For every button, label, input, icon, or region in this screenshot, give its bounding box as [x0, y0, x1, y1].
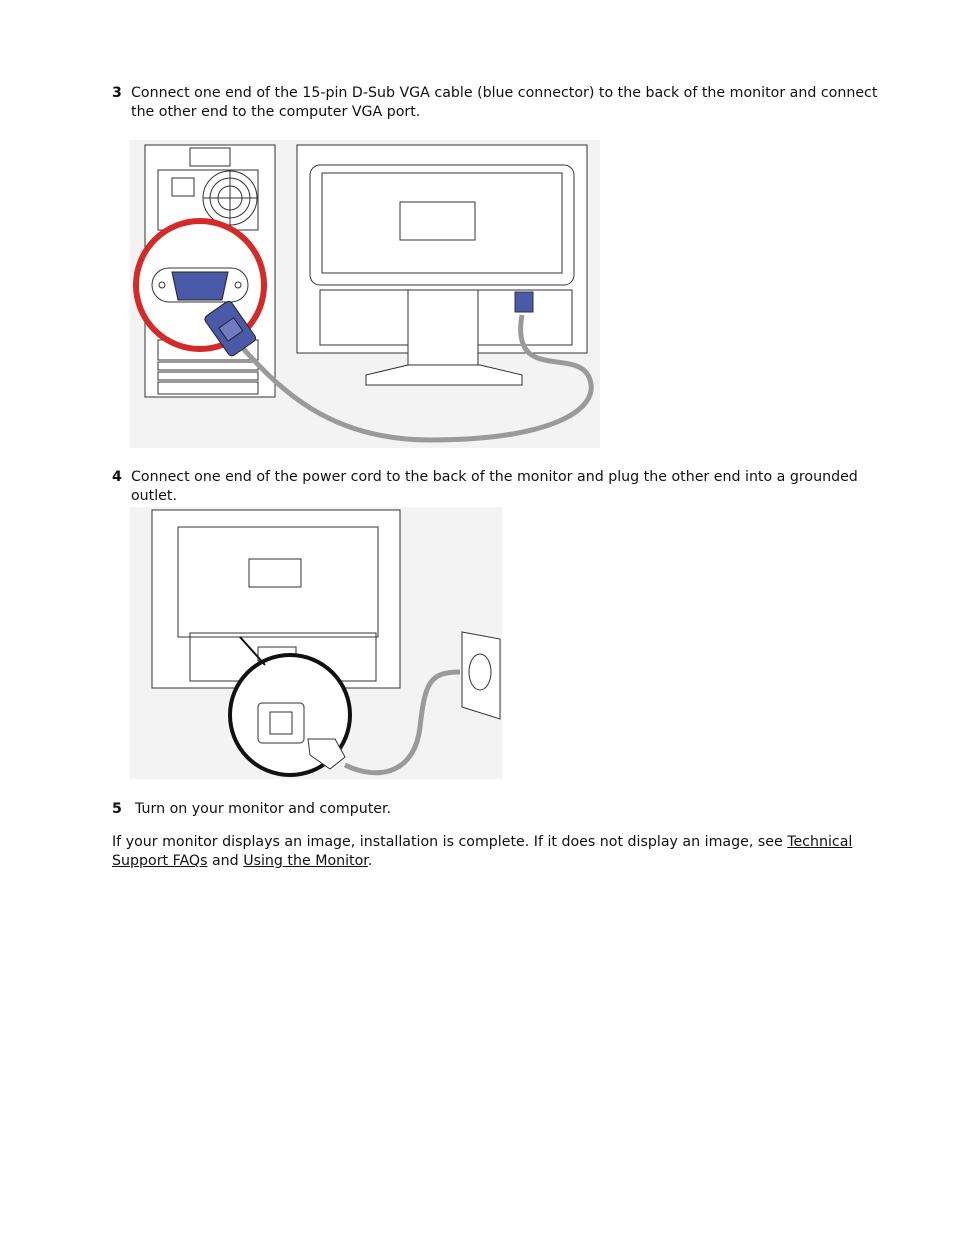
closing-text-middle: and — [207, 853, 244, 869]
step-number: 5 — [112, 801, 122, 817]
step-text: Connect one end of the power cord to the… — [131, 469, 858, 504]
closing-paragraph: If your monitor displays an image, insta… — [112, 833, 882, 871]
step-number: 3 — [112, 85, 122, 101]
step-number: 4 — [112, 469, 122, 485]
vga-cable — [238, 314, 594, 443]
monitor-back — [296, 144, 588, 386]
vga-plug — [204, 300, 257, 357]
power-socket-callout — [228, 636, 352, 777]
wall-outlet — [461, 631, 501, 720]
technical-support-faqs-link[interactable]: Technical Support FAQs — [112, 834, 853, 869]
power-cord — [343, 669, 461, 776]
step-text: Connect one end of the 15-pin D-Sub VGA … — [131, 85, 878, 120]
vga-connection-illustration — [130, 140, 600, 448]
power-cord-illustration — [130, 507, 502, 779]
closing-text-end: . — [367, 853, 373, 869]
step-5: 5 Turn on your monitor and computer. — [112, 800, 882, 819]
using-the-monitor-link[interactable]: Using the Monitor — [243, 853, 368, 869]
closing-text: If your monitor displays an image, insta… — [112, 834, 788, 850]
step-text: Turn on your monitor and computer. — [135, 801, 392, 817]
step-4: 4 Connect one end of the power cord to t… — [112, 468, 882, 506]
step-3: 3 Connect one end of the 15-pin D-Sub VG… — [112, 84, 882, 122]
